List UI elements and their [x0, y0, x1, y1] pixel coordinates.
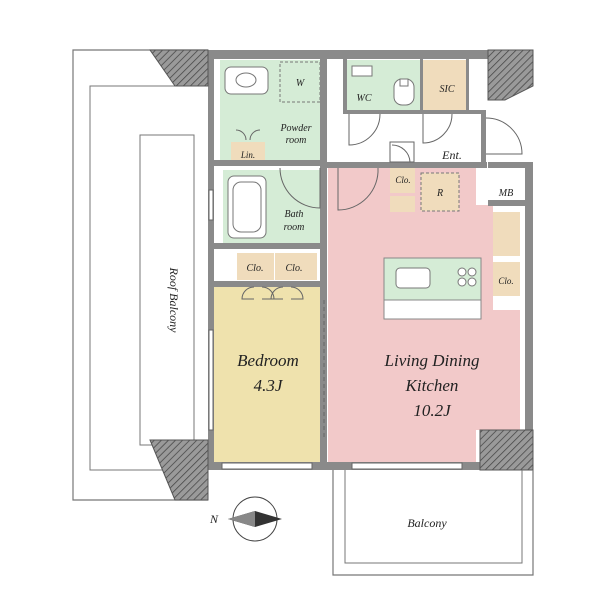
linen-label: Lin.: [240, 150, 255, 160]
roof-balcony-label: Roof Balcony: [167, 267, 181, 334]
meter-box-label: MB: [498, 188, 513, 199]
ldk-size-label: 10.2J: [413, 401, 452, 420]
sic-label: SIC: [440, 84, 455, 95]
bath-room-label-2: room: [284, 222, 305, 233]
bedroom-fill: [213, 287, 324, 466]
bedroom-size-label: 4.3J: [254, 376, 284, 395]
closet-right-label: Clo.: [286, 263, 303, 274]
closet-hall-fill: [390, 167, 415, 193]
closet-kitchen-label: Clo.: [498, 276, 513, 286]
closet-left-fill: [237, 253, 274, 280]
wc-label: WC: [357, 93, 372, 104]
north-compass: [228, 496, 282, 542]
washer-label: W: [296, 78, 306, 89]
north-label: N: [209, 512, 219, 526]
ldk-name-label-1: Living Dining: [384, 351, 480, 370]
closet-hall-fill-2: [390, 196, 415, 212]
closet-kitchen-fill: [493, 262, 520, 296]
doors: [235, 113, 523, 440]
bedroom-name-label: Bedroom: [237, 351, 299, 370]
closet-left-label: Clo.: [247, 263, 264, 274]
entrance-label: Ent.: [441, 148, 462, 162]
windows: [208, 189, 463, 470]
balcony-area: [332, 470, 534, 576]
roof-balcony-area: [72, 49, 208, 501]
refrigerator-space: [420, 172, 460, 212]
fixtures: [224, 65, 477, 289]
storage-mb-fill: [493, 212, 520, 256]
closet-right-fill: [275, 253, 317, 280]
structural-columns: [149, 49, 534, 501]
powder-room-label-1: Powder: [279, 123, 311, 134]
balcony-label: Balcony: [407, 516, 447, 530]
linen-fill: [231, 142, 265, 164]
kitchen-side-counter: [383, 299, 482, 320]
sic-fill: [421, 60, 466, 112]
powder-room-label-2: room: [286, 135, 307, 146]
ldk-name-label-2: Kitchen: [405, 376, 459, 395]
bath-room-label-1: Bath: [285, 209, 304, 220]
closet-hall-label: Clo.: [395, 175, 410, 185]
refrigerator-label: R: [436, 188, 443, 199]
